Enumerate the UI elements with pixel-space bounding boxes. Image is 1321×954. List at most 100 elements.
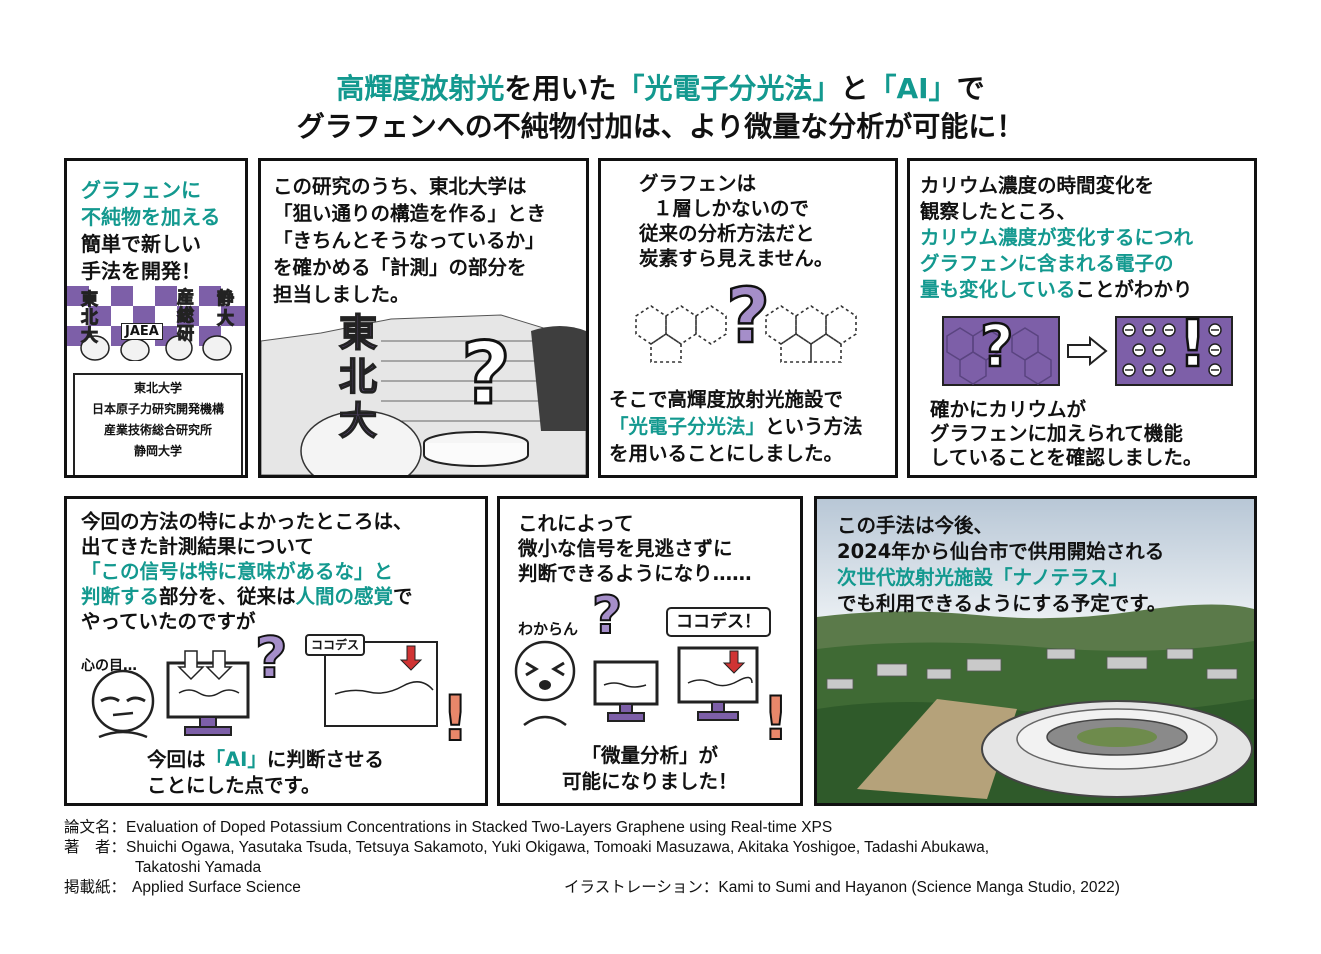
- journal-name: Applied Surface Science: [132, 879, 301, 896]
- panel3-text-top: グラフェンは １層しかないので 従来の分析方法だと 炭素すら見えません。: [639, 171, 833, 271]
- illustration-credit: イラストレーション：Kami to Sumi and Hayanon (Scie…: [564, 879, 1120, 896]
- person-face: [91, 669, 155, 739]
- exclamation-mark: !: [1177, 307, 1209, 384]
- panel2-line: 「きちんとそうなっているか」: [273, 229, 545, 252]
- panel6-line: これによって: [518, 512, 634, 535]
- title-line-1: 高輝度放射光を用いた「光電子分光法」と「AI」で: [0, 70, 1321, 108]
- panel3-text-bottom: そこで高輝度放射光施設で 「光電子分光法」という方法 を用いることにしました。: [609, 386, 863, 467]
- wakaran-label: わからん: [518, 620, 579, 638]
- paper-title: Evaluation of Doped Potassium Concentrat…: [126, 819, 833, 836]
- panel4-line: カリウム濃度の時間変化を: [920, 174, 1155, 197]
- panel4-line: 確かにカリウムが: [930, 398, 1087, 421]
- panel-2: この研究のうち、東北大学は 「狙い通りの構造を作る」とき 「きちんとそうなってい…: [258, 158, 589, 478]
- panel6-line: 判断できるようになり……: [518, 562, 752, 585]
- panel4-text-bottom: 確かにカリウムが グラフェンに加えられて機能 していることを確認しました。: [930, 398, 1202, 470]
- panel1-line: 手法を開発！: [81, 259, 201, 283]
- confused-face: [514, 640, 576, 727]
- teal-text: 量も変化している: [920, 278, 1076, 301]
- panel-4: カリウム濃度の時間変化を 観察したところ、 カリウム濃度が変化するにつれ グラフ…: [907, 158, 1257, 478]
- title-part: と: [840, 72, 869, 105]
- title-part: で: [956, 72, 985, 105]
- graphene-lattice: [635, 305, 857, 363]
- tag-shizudai: 静大: [217, 289, 235, 330]
- panel6-line: 可能になりました！: [562, 770, 738, 793]
- monitor-icon: [593, 660, 659, 722]
- teal-text: 「AI」: [205, 748, 267, 771]
- panel6-line: 「微量分析」が: [581, 744, 719, 767]
- panel4-text: カリウム濃度の時間変化を 観察したところ、 カリウム濃度が変化するにつれ グラフ…: [920, 173, 1193, 303]
- panel5-text-part: 部分を、従来は: [159, 585, 296, 608]
- institution-name: 産業技術総合研究所: [103, 423, 212, 437]
- panel4-line: グラフェンに加えられて機能: [930, 422, 1183, 445]
- panel4-text-part: ことがわかり: [1075, 278, 1193, 301]
- graphene-after: [1115, 316, 1233, 386]
- institution-name: 日本原子力研究開発機構: [91, 402, 224, 416]
- paper-label: 論文名：: [64, 819, 127, 836]
- teal-text: 「光電子分光法」: [609, 415, 766, 438]
- authors-label: 著 者：: [64, 839, 127, 856]
- panel5-line: 「この信号は特に意味があるな」と: [81, 560, 394, 583]
- graphene-before: [942, 316, 1060, 386]
- panel5-line: ことにした点です。: [147, 774, 321, 797]
- paper-title-row: 論文名：Evaluation of Doped Potassium Concen…: [64, 818, 832, 838]
- panel5-text: 今回の方法の特によかったところは、 出てきた計測結果について 「この信号は特に意…: [81, 509, 413, 634]
- arrow-right-icon: [1067, 336, 1108, 366]
- panel5-text-part: 今回は: [147, 748, 206, 771]
- authors-row: 著 者：Shuichi Ogawa, Yasutaka Tsuda, Tetsu…: [64, 838, 989, 858]
- graph-display: [324, 641, 438, 727]
- exclamation-mark: !: [440, 682, 470, 755]
- panel5-line: やっていたのですが: [81, 610, 256, 633]
- panel-7: この手法は今後、 2024年から仙台市で供用開始される 次世代放射光施設「ナノテ…: [814, 496, 1257, 806]
- panel1-line: 不純物を加える: [81, 205, 221, 229]
- kokodesu-bubble: ココデス: [305, 634, 366, 656]
- panel6-text: これによって 微小な信号を見逃さずに 判断できるようになり……: [518, 511, 752, 586]
- monitor-icon: [166, 650, 250, 736]
- panel7-line: でも利用できるようにする予定です。: [837, 592, 1167, 615]
- panel4-line: していることを確認しました。: [930, 446, 1203, 469]
- panel3-line: 従来の分析方法だと: [639, 222, 815, 245]
- panel5-text-part: で: [393, 585, 413, 608]
- question-mark: ?: [591, 586, 623, 646]
- journal-row: 掲載紙： Applied Surface Science: [64, 878, 301, 898]
- tag-tohoku: 東北大: [81, 290, 99, 346]
- authors-row-2: Takatoshi Yamada: [135, 859, 262, 876]
- journal-label: 掲載紙：: [64, 879, 127, 896]
- panel5-text-bottom: 今回は「AI」に判断させる ことにした点です。: [147, 747, 384, 799]
- panel-6: これによって 微小な信号を見逃さずに 判断できるようになり…… わからん ? コ…: [497, 496, 803, 806]
- exclamation-mark: !: [761, 683, 790, 755]
- panel7-line: 2024年から仙台市で供用開始される: [837, 540, 1165, 563]
- panel3-line: そこで高輝度放射光施設で: [609, 388, 844, 411]
- panel2-line: この研究のうち、東北大学は: [273, 175, 527, 198]
- institution-name: 静岡大学: [133, 444, 182, 458]
- title-part: を用いた: [504, 72, 617, 105]
- panel1-text: グラフェンに 不純物を加える 簡単で新しい 手法を開発！: [81, 177, 220, 285]
- panel3-line: １層しかないので: [653, 197, 810, 220]
- panel3-text-part: という方法: [765, 415, 863, 438]
- title-part: 「AI」: [868, 72, 957, 105]
- title-line-2: グラフェンへの不純物付加は、より微量な分析が可能に！: [296, 110, 1025, 143]
- question-mark: ?: [460, 324, 513, 424]
- authors-list: Shuichi Ogawa, Yasutaka Tsuda, Tetsuya S…: [126, 839, 990, 856]
- panel2-text: この研究のうち、東北大学は 「狙い通りの構造を作る」とき 「きちんとそうなってい…: [273, 173, 546, 308]
- panel5-line: 出てきた計測結果について: [81, 535, 314, 558]
- tag-aist: 産総研: [177, 288, 195, 344]
- panel4-line: 観察したところ、: [920, 200, 1077, 223]
- teal-text: 判断する: [81, 585, 160, 608]
- panel5-text-part: に判断させる: [266, 748, 384, 771]
- panel4-line: カリウム濃度が変化するにつれ: [920, 226, 1194, 249]
- tag-jaea: JAEA: [121, 323, 163, 340]
- checker-background: [67, 286, 245, 361]
- panel7-text: この手法は今後、 2024年から仙台市で供用開始される 次世代放射光施設「ナノテ…: [837, 513, 1166, 617]
- panel-3: グラフェンは １層しかないので 従来の分析方法だと 炭素すら見えません。 ? そ…: [598, 158, 898, 478]
- panel1-line: 簡単で新しい: [81, 232, 201, 256]
- kokodesu-bubble: ココデス！: [666, 607, 771, 637]
- panel2-line: を確かめる「計測」の部分を: [273, 256, 527, 279]
- panel6-line: 微小な信号を見逃さずに: [518, 537, 733, 560]
- panel7-line: この手法は今後、: [837, 514, 994, 537]
- panel5-line: 判断する部分を、従来は人間の感覚で: [81, 584, 413, 609]
- institution-name: 東北大学: [133, 381, 182, 395]
- aerial-landscape: [817, 499, 1254, 803]
- panel-5: 今回の方法の特によかったところは、 出てきた計測結果について 「この信号は特に意…: [64, 496, 488, 806]
- petri-dish: [423, 431, 529, 467]
- panel3-line: を用いることにしました。: [609, 442, 844, 465]
